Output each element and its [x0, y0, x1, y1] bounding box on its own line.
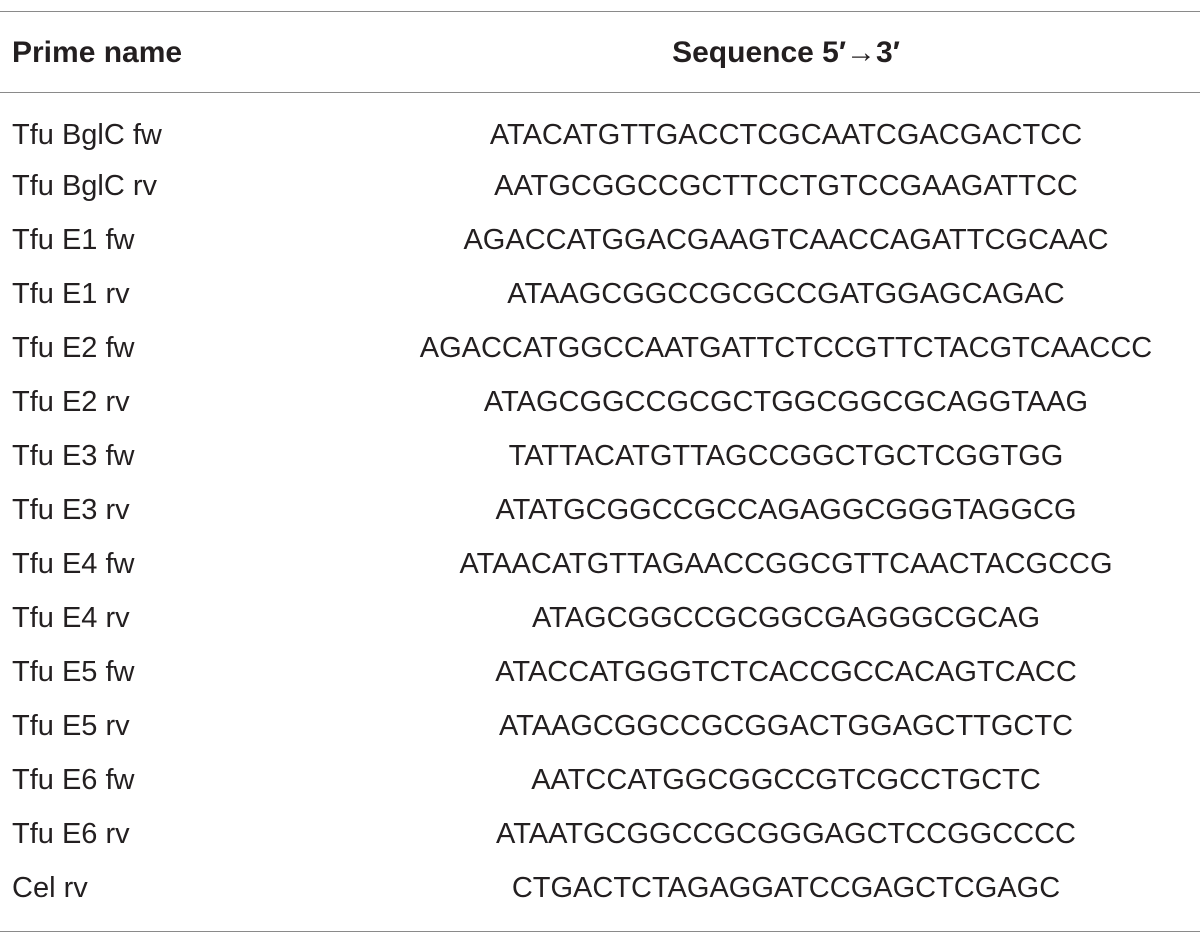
primer-sequence-cell: ATATGCGGCCGCCAGAGGCGGGTAGGCG: [495, 494, 1077, 526]
header-prime-name: Prime name: [12, 36, 183, 69]
primer-name-cell: Tfu E2 rv: [12, 386, 130, 418]
primer-sequence-cell: ATAATGCGGCCGCGGGAGCTCCGGCCCC: [496, 818, 1076, 850]
primer-name-cell: Tfu E3 rv: [12, 494, 130, 526]
primer-name-cell: Tfu E4 fw: [12, 548, 135, 580]
table-bottom-rule: [0, 931, 1200, 932]
table-row: Tfu E4 rv ATAGCGGCCGCGGCGAGGGCGCAG: [0, 578, 1200, 634]
primer-sequence-cell: ATAACATGTTAGAACCGGCGTTCAACTACGCCG: [459, 548, 1113, 580]
primer-name-cell: Cel rv: [12, 872, 88, 904]
primer-name-cell: Tfu E5 rv: [12, 710, 130, 742]
primer-sequence-cell: ATAAGCGGCCGCGGACTGGAGCTTGCTC: [498, 710, 1074, 742]
table-row: Tfu E1 rv ATAAGCGGCCGCGCCGATGGAGCAGAC: [0, 254, 1200, 310]
primer-sequence-cell: ATACCATGGGTCTCACCGCCACAGTCACC: [495, 656, 1077, 688]
primer-name-cell: Tfu E1 fw: [12, 224, 135, 256]
primer-sequence-cell: AATGCGGCCGCTTCCTGTCCGAAGATTCC: [494, 170, 1078, 202]
table-header-rule: [0, 92, 1200, 93]
primer-name-cell: Tfu E3 fw: [12, 440, 135, 472]
table-row: Tfu E5 rv ATAAGCGGCCGCGGACTGGAGCTTGCTC: [0, 686, 1200, 742]
table-row: Tfu E6 fw AATCCATGGCGGCCGTCGCCTGCTC: [0, 740, 1200, 796]
primer-name-cell: Tfu BglC rv: [12, 170, 158, 202]
primer-sequence-cell: AGACCATGGACGAAGTCAACCAGATTCGCAAC: [463, 224, 1109, 256]
table-row: Tfu BglC fw ATACATGTTGACCTCGCAATCGACGACT…: [0, 92, 1200, 151]
table-header-row: Prime name Sequence 5′→3′: [0, 11, 1200, 92]
primer-sequence-cell: TATTACATGTTAGCCGGCTGCTCGGTGG: [508, 440, 1064, 472]
primer-name-cell: Tfu E4 rv: [12, 602, 130, 634]
table-row: Cel rv CTGACTCTAGAGGATCCGAGCTCGAGC: [0, 848, 1200, 904]
header-sequence: Sequence 5′→3′: [672, 36, 900, 69]
table-row: Tfu E2 fw AGACCATGGCCAATGATTCTCCGTTCTACG…: [0, 308, 1200, 364]
table-row: Tfu E3 fw TATTACATGTTAGCCGGCTGCTCGGTGG: [0, 416, 1200, 472]
table-row: Tfu E2 rv ATAGCGGCCGCGCTGGCGGCGCAGGTAAG: [0, 362, 1200, 418]
primer-sequence-cell: AATCCATGGCGGCCGTCGCCTGCTC: [531, 764, 1041, 796]
primer-sequence-cell: ATAGCGGCCGCGGCGAGGGCGCAG: [531, 602, 1041, 634]
primer-sequence-cell: AGACCATGGCCAATGATTCTCCGTTCTACGTCAACCC: [419, 332, 1153, 364]
table-row: Tfu E6 rv ATAATGCGGCCGCGGGAGCTCCGGCCCC: [0, 794, 1200, 850]
table-row: Tfu BglC rv AATGCGGCCGCTTCCTGTCCGAAGATTC…: [0, 146, 1200, 202]
table-row: Tfu E5 fw ATACCATGGGTCTCACCGCCACAGTCACC: [0, 632, 1200, 688]
table-body: Tfu BglC fw ATACATGTTGACCTCGCAATCGACGACT…: [0, 92, 1200, 904]
primer-name-cell: Tfu E2 fw: [12, 332, 135, 364]
primer-sequence-cell: ATAGCGGCCGCGCTGGCGGCGCAGGTAAG: [483, 386, 1089, 418]
primer-sequence-cell: CTGACTCTAGAGGATCCGAGCTCGAGC: [511, 872, 1061, 904]
primer-sequence-cell: ATACATGTTGACCTCGCAATCGACGACTCC: [489, 119, 1083, 151]
table-row: Tfu E3 rv ATATGCGGCCGCCAGAGGCGGGTAGGCG: [0, 470, 1200, 526]
table-row: Tfu E4 fw ATAACATGTTAGAACCGGCGTTCAACTACG…: [0, 524, 1200, 580]
primer-name-cell: Tfu E6 rv: [12, 818, 130, 850]
primer-name-cell: Tfu E1 rv: [12, 278, 130, 310]
table-top-rule: [0, 11, 1200, 12]
primer-name-cell: Tfu E5 fw: [12, 656, 135, 688]
primer-name-cell: Tfu E6 fw: [12, 764, 135, 796]
table-row: Tfu E1 fw AGACCATGGACGAAGTCAACCAGATTCGCA…: [0, 200, 1200, 256]
primer-sequence-cell: ATAAGCGGCCGCGCCGATGGAGCAGAC: [507, 278, 1065, 310]
primer-name-cell: Tfu BglC fw: [12, 119, 162, 151]
